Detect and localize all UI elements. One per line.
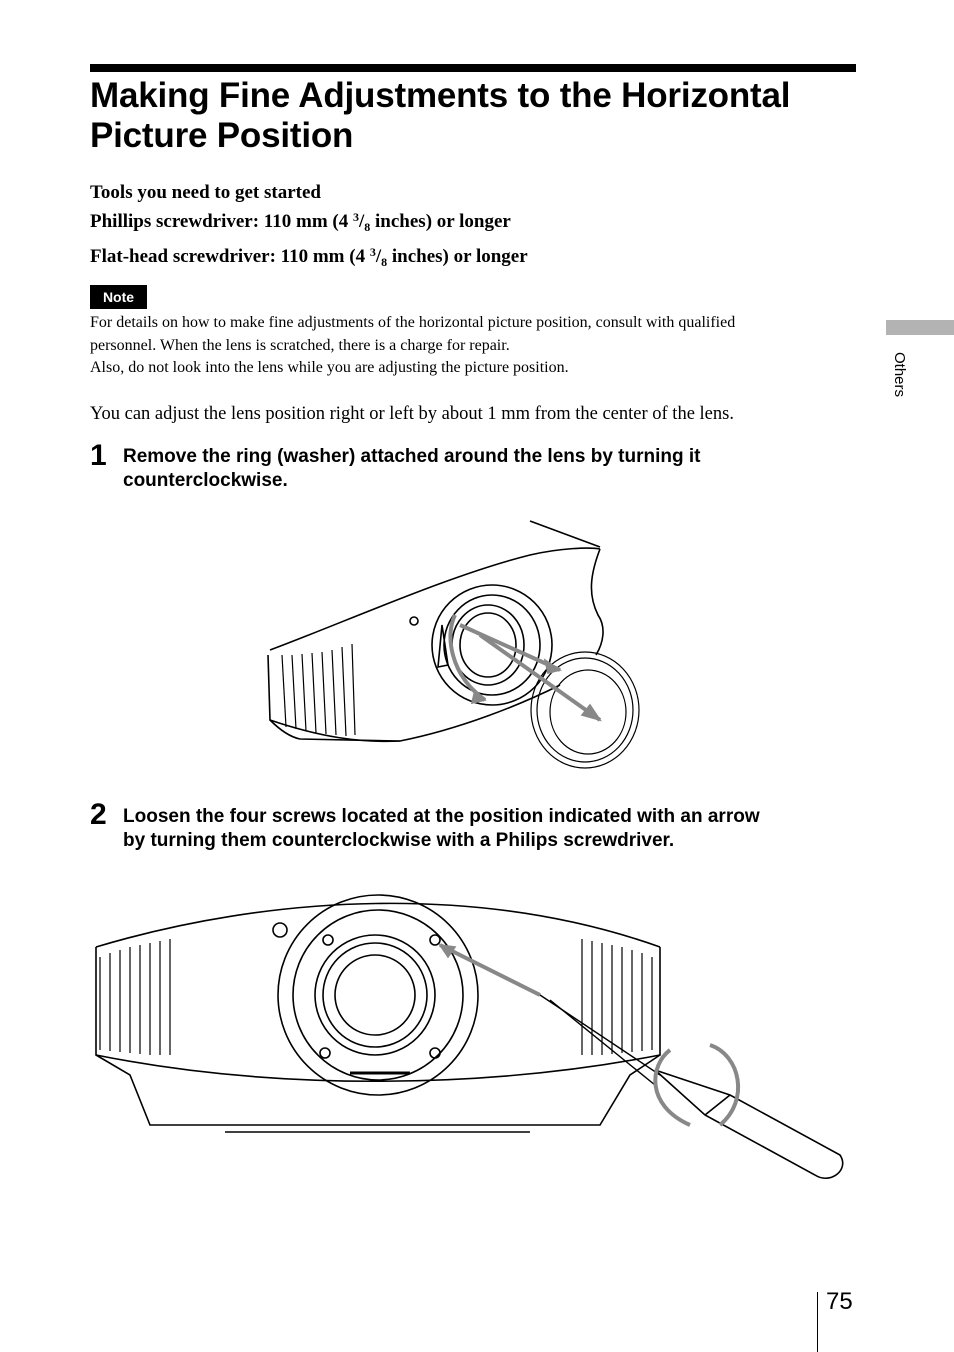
- page-title: Making Fine Adjustments to the Horizonta…: [90, 76, 870, 156]
- step-2-number: 2: [90, 798, 107, 831]
- tool-phillips: Phillips screwdriver: 110 mm (4 3/8 inch…: [90, 210, 511, 234]
- tools-heading: Tools you need to get started: [90, 182, 321, 203]
- step-1-number: 1: [90, 439, 107, 472]
- step-1-text: Remove the ring (washer) attached around…: [123, 446, 701, 491]
- tool-flathead: Flat-head screwdriver: 110 mm (4 3/8 inc…: [90, 245, 528, 269]
- note-line: For details on how to make fine adjustme…: [90, 314, 736, 331]
- note-line: Also, do not look into the lens while yo…: [90, 359, 569, 376]
- section-tab: [886, 320, 954, 335]
- title-line-1: Making Fine Adjustments to the Horizonta…: [90, 76, 791, 115]
- note-text: For details on how to make fine adjustme…: [90, 312, 860, 380]
- note-line: personnel. When the lens is scratched, t…: [90, 336, 510, 354]
- page-number-rule: [817, 1292, 818, 1352]
- section-label: Others: [891, 352, 908, 398]
- step-2-text: Loosen the four screws located at the po…: [123, 806, 760, 851]
- title-rule: [90, 64, 856, 72]
- ring-removal-illustration: [267, 520, 640, 769]
- tools-section: Tools you need to get started Phillips s…: [90, 180, 528, 275]
- page-number: 75: [826, 1288, 853, 1315]
- intro-paragraph: You can adjust the lens position right o…: [90, 404, 734, 424]
- screw-loosening-illustration: [95, 894, 844, 1179]
- note-badge: Note: [90, 285, 147, 309]
- title-line-2: Picture Position: [90, 116, 354, 155]
